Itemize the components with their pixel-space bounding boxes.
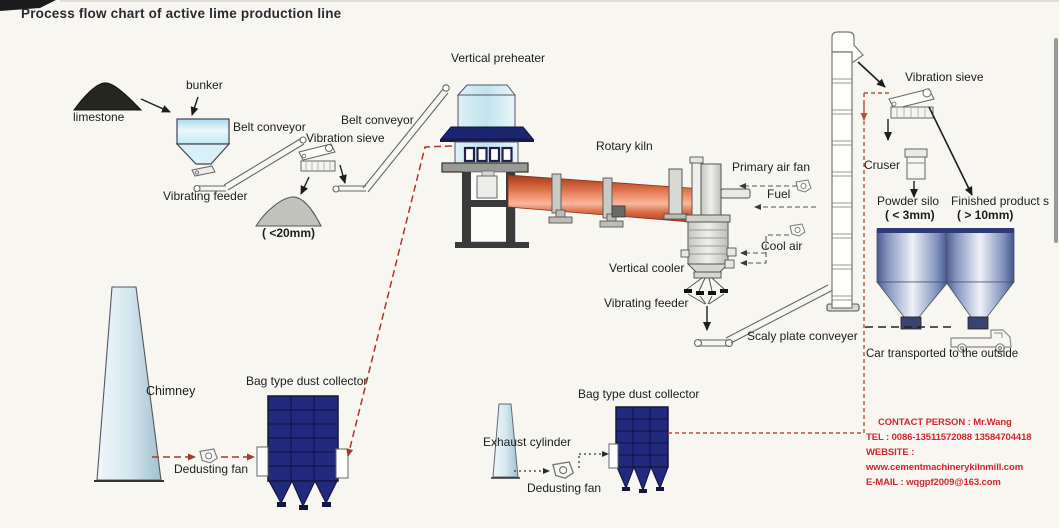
label-vertical-preheater: Vertical preheater xyxy=(451,51,546,65)
chimney xyxy=(94,286,164,482)
gas-duct-red-dashed xyxy=(152,145,453,461)
label-vibration-sieve-1: Vibration sieve xyxy=(306,131,385,145)
cool-air-fan-icon xyxy=(789,223,806,237)
preheater-windows xyxy=(463,146,513,163)
label-scaly-plate-conveyer: Scaly plate conveyer xyxy=(747,329,858,343)
label-dedusting-fan-1: Dedusting fan xyxy=(174,462,249,476)
exhaust-cylinder xyxy=(491,403,520,479)
powder-silo xyxy=(876,228,949,330)
label-vertical-cooler: Vertical cooler xyxy=(609,261,685,275)
flow-arrows xyxy=(140,61,973,331)
bag-dust-collector-2 xyxy=(608,406,669,493)
belt-conveyor-2 xyxy=(332,84,450,193)
kiln-support-piers xyxy=(548,209,624,228)
label-vibration-sieve-2: Vibration sieve xyxy=(905,70,984,84)
limestone-pile xyxy=(73,82,143,111)
label-fuel: Fuel xyxy=(767,187,791,201)
label-dedusting-fan-2: Dedusting fan xyxy=(527,481,602,495)
label-bunker: bunker xyxy=(186,78,223,92)
belt-conveyor-1 xyxy=(193,136,307,193)
label-crushed-size: ( <20mm) xyxy=(262,226,316,240)
exhaust-dotted-path xyxy=(514,451,609,474)
label-belt-conveyor-2: Belt conveyor xyxy=(341,113,414,127)
label-bag-dust-collector-1: Bag type dust collector xyxy=(246,374,368,388)
finished-product-silo xyxy=(945,228,1015,330)
vertical-cooler xyxy=(680,214,737,279)
vibration-sieve-1-icon xyxy=(298,143,336,172)
truck-icon xyxy=(950,329,1012,353)
primary-air-fan-icon xyxy=(795,179,812,193)
label-powder-silo: Powder silo xyxy=(877,194,940,208)
label-cruser: Cruser xyxy=(864,158,901,172)
label-finished-product-size: ( > 10mm) xyxy=(957,208,1014,222)
dedusting-fan-1-icon xyxy=(199,448,218,464)
dedusting-fan-2-icon xyxy=(552,461,575,479)
bunker-hopper xyxy=(175,118,231,165)
label-powder-silo-size: ( < 3mm) xyxy=(885,208,935,222)
crushed-stone-pile xyxy=(255,196,322,227)
rotary-kiln xyxy=(507,173,704,228)
label-car-transport: Car transported to the outside xyxy=(866,348,1019,360)
label-belt-conveyor-1: Belt conveyor xyxy=(233,120,306,134)
cooler-discharge-feeder xyxy=(684,277,728,305)
vibrating-feeder-1-icon xyxy=(191,165,216,177)
label-exhaust-cylinder: Exhaust cylinder xyxy=(483,435,572,449)
scan-artifacts xyxy=(0,0,1059,243)
vertical-preheater xyxy=(439,84,535,248)
label-chimney: Chimney xyxy=(146,384,196,398)
contact-tel: TEL : 0086-13511572088 13584704418 xyxy=(866,432,1032,443)
label-vibrating-feeder-2: Vibrating feeder xyxy=(604,296,689,310)
gas-duct-orange-dotted xyxy=(668,92,889,434)
contact-email: E-MAIL : wqgpf2009@163.com xyxy=(866,477,1001,488)
cruser-icon xyxy=(904,148,928,180)
page-title: Process flow chart of active lime produc… xyxy=(21,6,342,21)
vibration-sieve-2-icon xyxy=(888,88,935,119)
contact-block: CONTACT PERSON : Mr.Wang TEL : 0086-1351… xyxy=(866,415,1059,490)
contact-website: WEBSITE : www.cementmachinerykilnmill.co… xyxy=(866,447,1024,473)
label-limestone: limestone xyxy=(73,110,125,124)
label-finished-product-silo: Finished product s xyxy=(951,194,1050,208)
label-vibrating-feeder-1: Vibrating feeder xyxy=(163,189,248,203)
label-rotary-kiln: Rotary kiln xyxy=(596,139,653,153)
air-fuel-lines xyxy=(739,183,816,266)
kiln-drive-box xyxy=(611,205,626,218)
label-bag-dust-collector-2: Bag type dust collector xyxy=(578,387,700,401)
bag-dust-collector-1 xyxy=(256,395,349,510)
contact-person: CONTACT PERSON : Mr.Wang xyxy=(878,417,1012,428)
label-cool-air: Cool air xyxy=(761,239,803,253)
label-primary-air-fan: Primary air fan xyxy=(732,160,811,174)
bucket-elevator xyxy=(831,31,864,309)
